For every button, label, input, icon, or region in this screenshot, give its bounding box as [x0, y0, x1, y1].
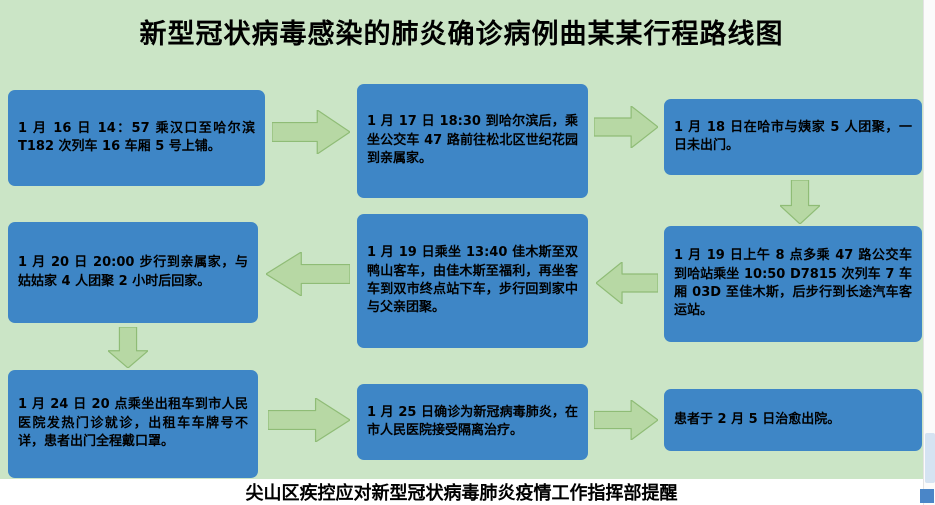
- flow-step-5: 1 月 19 日乘坐 13:40 佳木斯至双鸭山客车，由佳木斯至福利，再坐客车到…: [357, 214, 588, 348]
- flow-step-2: 1 月 17 日 18:30 到哈尔滨后，乘坐公交车 47 路前往松北区世纪花园…: [357, 84, 588, 198]
- flow-step-5-text: 1 月 19 日乘坐 13:40 佳木斯至双鸭山客车，由佳木斯至福利，再坐客车到…: [367, 245, 578, 316]
- arrow-down-icon: [108, 327, 148, 368]
- arrow-right-icon: [272, 110, 350, 154]
- flow-step-1: 1 月 16 日 14：57 乘汉口至哈尔滨 T182 次列车 16 车厢 5 …: [8, 90, 265, 186]
- flow-step-4: 1 月 19 日上午 8 点多乘 47 路公交车到哈站乘坐 10:50 D781…: [664, 226, 922, 342]
- footer: 尖山区疾控应对新型冠状病毒肺炎疫情工作指挥部提醒: [0, 479, 923, 505]
- flowchart-canvas: 新型冠状病毒感染的肺炎确诊病例曲某某行程路线图 1 月 16 日 14：57 乘…: [0, 0, 923, 479]
- scrollbar-corner[interactable]: [920, 489, 934, 503]
- flow-step-6: 1 月 20 日 20:00 步行到亲属家，与姑姑家 4 人团聚 2 小时后回家…: [8, 222, 258, 323]
- scrollbar[interactable]: [923, 0, 935, 505]
- flow-step-1-text: 1 月 16 日 14：57 乘汉口至哈尔滨 T182 次列车 16 车厢 5 …: [18, 120, 255, 154]
- flow-step-7: 1 月 24 日 20 点乘坐出租车到市人民医院发热门诊就诊，出租车车牌号不详，…: [8, 370, 258, 478]
- flow-step-3: 1 月 18 日在哈市与姨家 5 人团聚，一日未出门。: [664, 99, 922, 175]
- flow-step-4-text: 1 月 19 日上午 8 点多乘 47 路公交车到哈站乘坐 10:50 D781…: [674, 248, 912, 319]
- flow-step-8: 1 月 25 日确诊为新冠病毒肺炎，在市人民医院接受隔离治疗。: [357, 384, 588, 460]
- arrow-left-icon: [596, 262, 658, 304]
- flow-step-6-text: 1 月 20 日 20:00 步行到亲属家，与姑姑家 4 人团聚 2 小时后回家…: [18, 255, 248, 289]
- arrow-right-icon: [594, 400, 658, 440]
- scrollbar-thumb[interactable]: [925, 433, 935, 483]
- flow-step-9-text: 患者于 2 月 5 日治愈出院。: [674, 411, 841, 427]
- arrow-left-icon: [266, 252, 350, 296]
- diagram-title: 新型冠状病毒感染的肺炎确诊病例曲某某行程路线图: [139, 19, 784, 50]
- flow-step-9: 患者于 2 月 5 日治愈出院。: [664, 389, 922, 451]
- flow-step-3-text: 1 月 18 日在哈市与姨家 5 人团聚，一日未出门。: [674, 119, 912, 153]
- flow-step-7-text: 1 月 24 日 20 点乘坐出租车到市人民医院发热门诊就诊，出租车车牌号不详，…: [18, 397, 248, 450]
- flow-step-2-text: 1 月 17 日 18:30 到哈尔滨后，乘坐公交车 47 路前往松北区世纪花园…: [367, 114, 578, 167]
- arrow-right-icon: [594, 106, 658, 148]
- flow-step-8-text: 1 月 25 日确诊为新冠病毒肺炎，在市人民医院接受隔离治疗。: [367, 404, 578, 438]
- arrow-right-icon: [268, 398, 350, 442]
- footer-text: 尖山区疾控应对新型冠状病毒肺炎疫情工作指挥部提醒: [245, 483, 678, 504]
- arrow-down-icon: [780, 180, 820, 224]
